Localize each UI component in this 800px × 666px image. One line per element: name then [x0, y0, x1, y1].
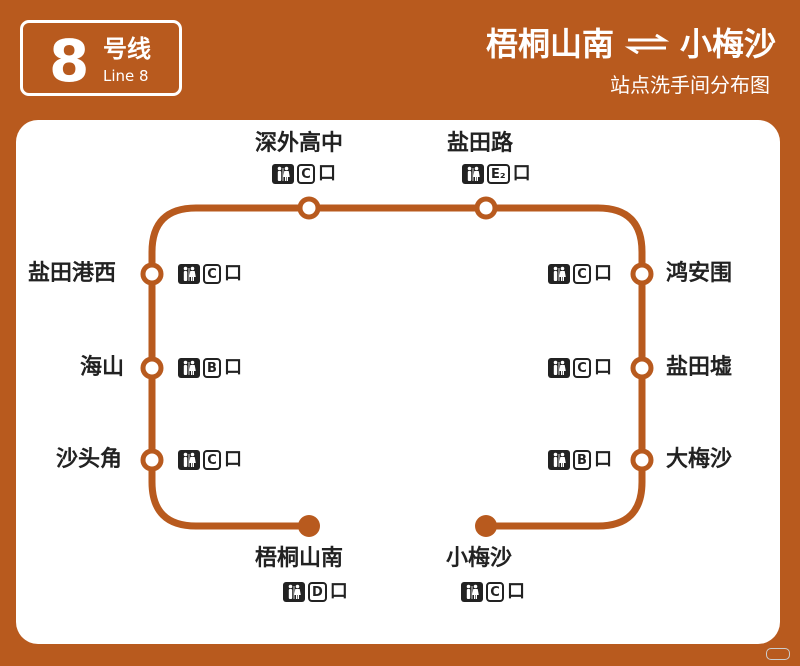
exit-suffix: 口: [594, 263, 612, 284]
station-dot: [630, 262, 654, 286]
restroom-icon: [178, 358, 200, 378]
station-name: 大梅沙: [666, 447, 733, 472]
restroom-icon: [462, 164, 484, 184]
exit-label: C: [573, 358, 591, 378]
exit-label: C: [486, 582, 504, 602]
station-name: 盐田墟: [666, 355, 733, 380]
exit-suffix: 口: [224, 263, 242, 284]
station-name: 盐田港西: [28, 261, 117, 286]
restroom-icon: [461, 582, 483, 602]
exit-label: C: [203, 264, 221, 284]
station-name: 沙头角: [56, 447, 123, 472]
station-dot: [140, 356, 164, 380]
exit-label: C: [203, 450, 221, 470]
exit-label: C: [573, 264, 591, 284]
line-badge: 8 号线 Line 8: [20, 20, 182, 96]
station-dot: [140, 448, 164, 472]
exit-label: D: [308, 582, 327, 602]
restroom-icon: [178, 264, 200, 284]
station-dot: [630, 356, 654, 380]
exit-label: B: [573, 450, 591, 470]
station-name: 盐田路: [447, 131, 514, 156]
station-dot: [474, 196, 498, 220]
watermark-icon: [766, 648, 790, 660]
station-name: 海山: [80, 355, 125, 380]
restroom-icon: [548, 450, 570, 470]
station-dot: [297, 196, 321, 220]
line-track: [148, 204, 646, 530]
exit-label: B: [203, 358, 221, 378]
bidirectional-arrow-icon: [624, 34, 670, 54]
station-name: 深外高中: [255, 131, 344, 156]
exit-suffix: 口: [507, 581, 525, 602]
restroom-icon: [283, 582, 305, 602]
station-dot: [630, 448, 654, 472]
terminal-station-dot: [475, 515, 497, 537]
terminal-station-dot: [298, 515, 320, 537]
exit-suffix: 口: [318, 163, 336, 184]
restroom-icon: [548, 264, 570, 284]
station-name: 小梅沙: [446, 546, 513, 571]
line-label-en: Line 8: [103, 67, 149, 85]
station-name: 鸿安围: [666, 261, 733, 286]
route-destination: 小梅沙: [679, 25, 776, 63]
exit-suffix: 口: [224, 357, 242, 378]
line-number: 8: [49, 27, 90, 95]
line-label-cn: 号线: [103, 35, 151, 63]
exit-label: E₂: [487, 164, 510, 184]
restroom-icon: [178, 450, 200, 470]
map-subtitle: 站点洗手间分布图: [610, 73, 770, 97]
exit-suffix: 口: [512, 163, 531, 184]
route-title: 梧桐山南 小梅沙: [486, 24, 776, 64]
restroom-icon: [548, 358, 570, 378]
exit-suffix: 口: [594, 357, 612, 378]
exit-suffix: 口: [594, 449, 612, 470]
station-name: 梧桐山南: [255, 546, 344, 571]
exit-suffix: 口: [329, 581, 348, 602]
station-dot: [140, 262, 164, 286]
exit-label: C: [297, 164, 315, 184]
restroom-icon: [272, 164, 294, 184]
exit-suffix: 口: [224, 449, 242, 470]
route-origin: 梧桐山南: [485, 25, 614, 63]
